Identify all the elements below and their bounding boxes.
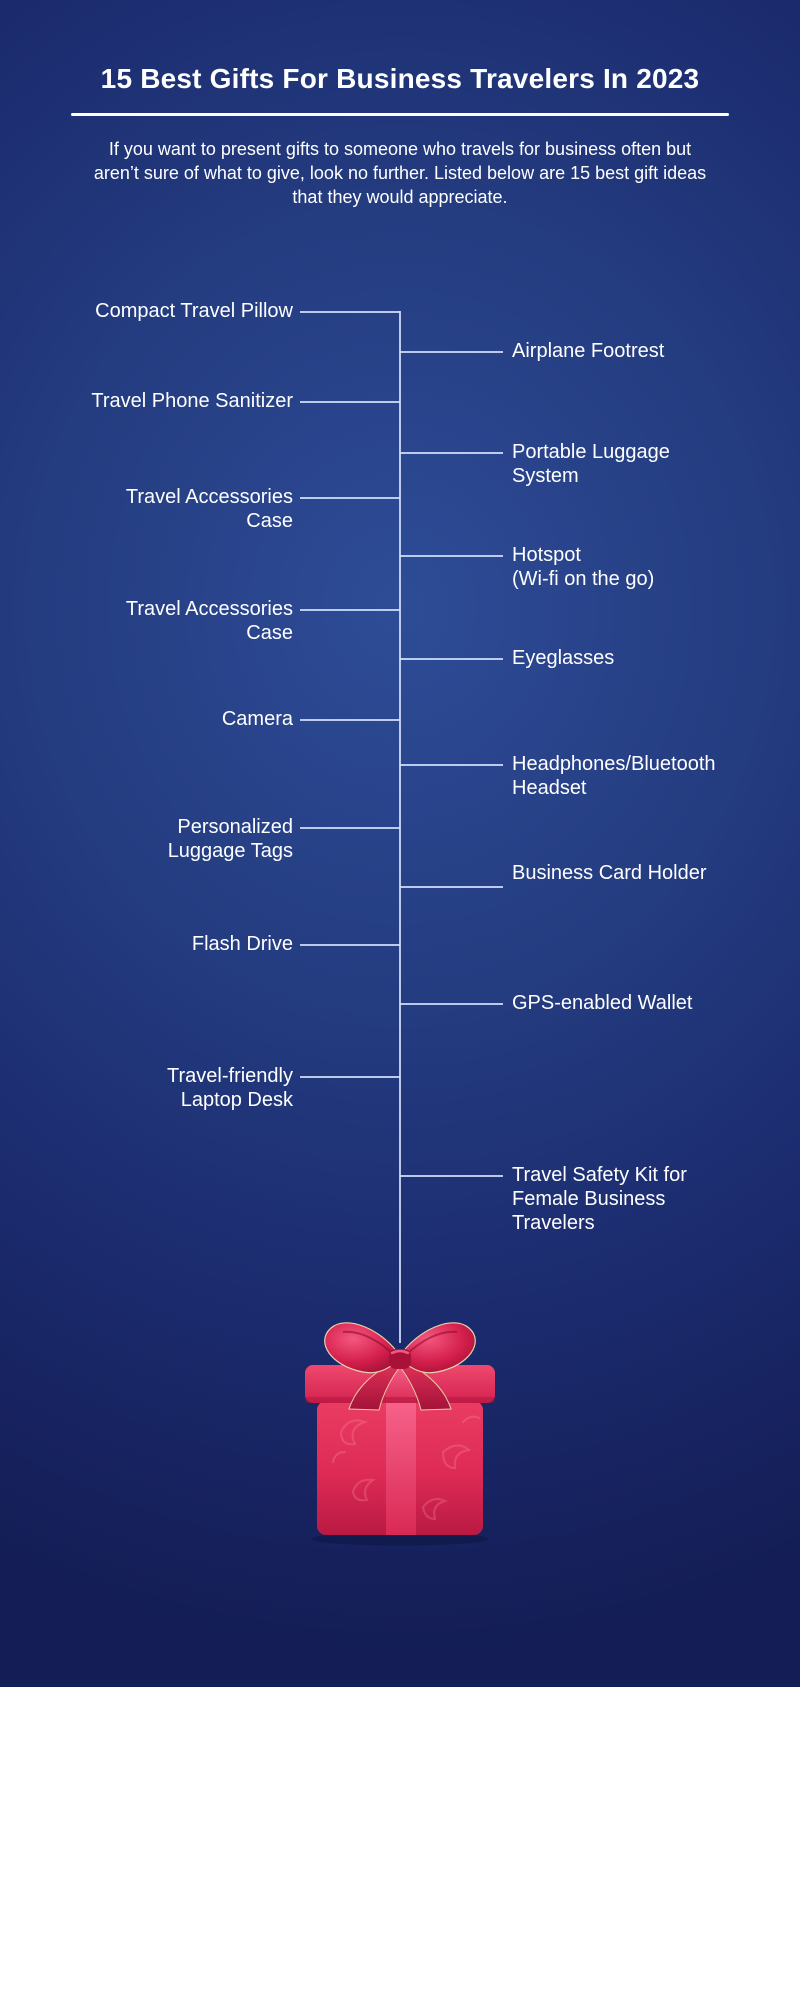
connector-line [400, 658, 503, 660]
connector-line [300, 944, 400, 946]
connector-line [400, 351, 503, 353]
page-title: 15 Best Gifts For Business Travelers In … [100, 63, 700, 94]
connector-line [400, 1175, 503, 1177]
connector-line [300, 401, 400, 403]
connector-line [300, 609, 400, 611]
timeline-item-label: Travel Accessories Case [125, 598, 293, 644]
timeline-item-label: Hotspot (Wi-fi on the go) [512, 544, 655, 590]
timeline-item-label: Portable Luggage System [512, 441, 670, 487]
timeline-item-label: Personalized Luggage Tags [167, 816, 293, 862]
timeline-item-label: Business Card Holder [512, 862, 707, 884]
timeline-item-label: Travel Accessories Case [125, 486, 293, 532]
connector-line [300, 497, 400, 499]
connector-line [300, 827, 400, 829]
timeline-item-label: Travel Phone Sanitizer [91, 390, 293, 412]
infographic-background: 15 Best Gifts For Business Travelers In … [0, 0, 800, 1687]
timeline-item-label: Headphones/Bluetooth Headset [512, 753, 716, 799]
connector-line [300, 311, 400, 313]
connector-line [400, 555, 503, 557]
timeline-item-label: Travel Safety Kit for Female Business Tr… [512, 1164, 687, 1234]
timeline-item-label: Travel-friendly Laptop Desk [167, 1065, 293, 1111]
connector-line [300, 1076, 400, 1078]
timeline-item-label: Airplane Footrest [512, 340, 665, 362]
footer: ✈ itilite [0, 1687, 800, 2000]
timeline-item-label: Compact Travel Pillow [95, 300, 293, 322]
connector-line [400, 764, 503, 766]
connector-line [400, 1003, 503, 1005]
timeline-item-label: Camera [221, 708, 293, 730]
connector-line [400, 886, 503, 888]
intro-paragraph: If you want to present gifts to someone … [93, 139, 707, 207]
timeline-item-label: GPS-enabled Wallet [512, 992, 693, 1014]
connector-line [300, 719, 400, 721]
timeline-item-label: Flash Drive [191, 933, 293, 955]
title-underline-divider [71, 113, 729, 116]
connector-line [400, 452, 503, 454]
timeline-item-label: Eyeglasses [512, 647, 615, 669]
gift-box-icon [305, 1322, 495, 1546]
